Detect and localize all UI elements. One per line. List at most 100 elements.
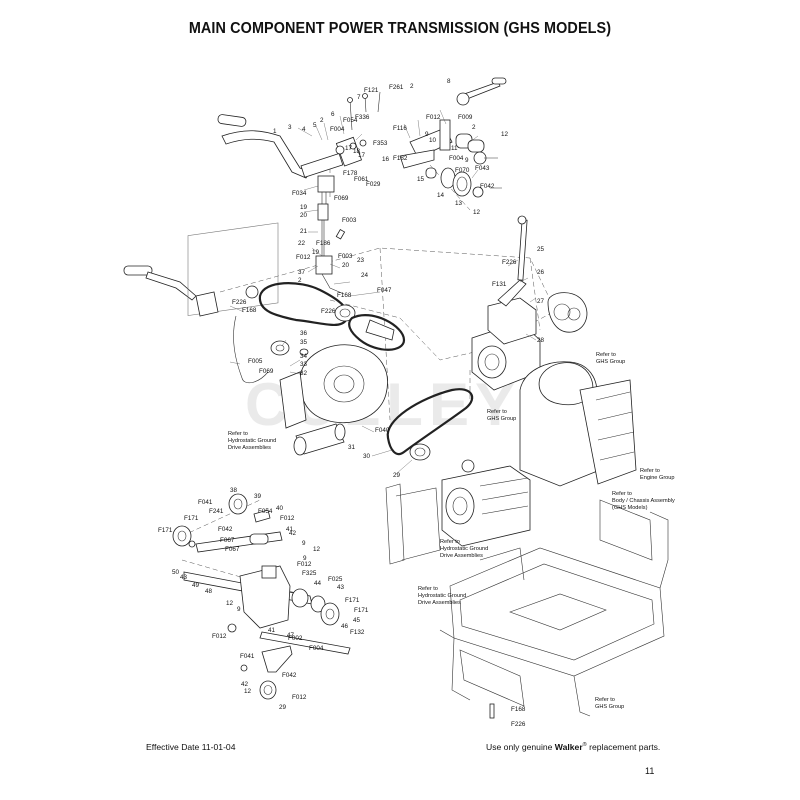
callout-label: 47 (287, 632, 295, 639)
callout-label: F168 (242, 307, 257, 314)
callout-label: F004 (330, 126, 345, 133)
callout-label: 32 (300, 370, 308, 377)
callout-label: F054 (343, 117, 358, 124)
detail-exploded-view (172, 493, 351, 700)
callout-label: 31 (348, 444, 356, 451)
callout-label: 8 (447, 78, 451, 85)
callout-label: F004 (309, 645, 324, 652)
callout-label: F067 (225, 546, 240, 553)
callout-label: 42 (241, 681, 249, 688)
callout-label: F041 (240, 653, 255, 660)
callout-label: F004 (449, 155, 464, 162)
callout-label: 23 (357, 257, 365, 264)
callout-label: F353 (373, 140, 388, 147)
callout-label: 20 (342, 262, 350, 269)
callout-label: 46 (341, 623, 349, 630)
callout-label: F002 (288, 635, 303, 642)
reference-note: Refer to GHS Group (487, 409, 516, 422)
callout-label: F034 (292, 190, 307, 197)
linkage-cluster (399, 77, 507, 198)
callout-label: F171 (345, 597, 360, 604)
callout-label: 12 (244, 688, 252, 695)
callout-label: 40 (276, 505, 284, 512)
callout-label: F121 (364, 87, 379, 94)
callout-label: F186 (316, 240, 331, 247)
callout-label: 43 (337, 584, 345, 591)
callout-label: 37 (298, 269, 306, 276)
callout-label: 21 (300, 228, 308, 235)
callout-label: F178 (343, 170, 358, 177)
callout-label: F226 (232, 299, 247, 306)
callout-label: 38 (230, 487, 238, 494)
callout-label: 4 (302, 126, 306, 133)
callout-label: 2 (320, 117, 324, 124)
callout-label: F171 (158, 527, 173, 534)
reference-note: Refer to GHS Group (596, 352, 625, 365)
callout-label: F325 (302, 570, 317, 577)
reference-note: Refer to Hydrostatic Ground Drive Assemb… (228, 431, 278, 451)
callout-label: F009 (458, 114, 473, 121)
callout-label: F025 (328, 576, 343, 583)
callout-label: 12 (473, 209, 481, 216)
callout-label: F042 (218, 526, 233, 533)
callout-label: 41 (286, 526, 294, 533)
callout-label: 9 (303, 555, 307, 562)
callout-label: 5 (313, 122, 317, 129)
callout-label: 15 (417, 176, 425, 183)
callout-label: F132 (350, 629, 365, 636)
callout-label: 9 (425, 131, 429, 138)
callout-label: 36 (300, 330, 308, 337)
brand-name: Walker (554, 742, 583, 752)
callout-label: 29 (393, 472, 401, 479)
callout-label: F226 (511, 721, 526, 728)
reference-note: Refer to Engine Group (640, 468, 675, 481)
reference-notes: Refer to Hydrostatic Ground Drive Assemb… (228, 352, 675, 710)
callout-label: 19 (312, 249, 320, 256)
effective-date: Effective Date 11-01-04 (146, 742, 236, 752)
belt-and-pulleys (258, 282, 406, 356)
callout-label: 1 (273, 128, 277, 135)
callout-label: F042 (480, 183, 495, 190)
callout-label: F061 (354, 176, 369, 183)
callout-label: F067 (220, 537, 235, 544)
callout-label: F070 (455, 167, 470, 174)
leader-lines (229, 109, 537, 475)
callout-label: F171 (184, 515, 199, 522)
callout-label: F012 (280, 515, 295, 522)
callout-label: 10 (429, 137, 437, 144)
reference-note: Refer to GHS Group (595, 697, 624, 710)
callout-label: 45 (353, 617, 361, 624)
callout-label: 20 (300, 212, 308, 219)
callout-label: 13 (455, 200, 463, 207)
reference-note: Refer to Hydrostatic Ground Drive Assemb… (440, 539, 490, 559)
page-title: MAIN COMPONENT POWER TRANSMISSION (GHS M… (188, 20, 612, 37)
callout-label: 22 (298, 240, 306, 247)
callout-label: 43 (180, 574, 188, 581)
callout-label: 35 (300, 339, 308, 346)
callout-label: 41 (268, 627, 276, 634)
callout-label: F336 (355, 114, 370, 121)
callout-label: 2 (410, 83, 414, 90)
callout-label: F047 (377, 287, 392, 294)
callout-label: 12 (501, 131, 509, 138)
callout-label: 7 (357, 94, 361, 101)
callout-labels: F121 F261 2 7 8 3 1 2 4 5 6 F054 F004 F3… (158, 78, 545, 728)
callout-label: 12 (226, 600, 234, 607)
callout-label: 18 (353, 148, 361, 155)
callout-label: 9 (302, 540, 306, 547)
callout-label: F116 (393, 125, 407, 132)
callout-label: 3 (288, 124, 292, 131)
callout-label: F226 (502, 259, 517, 266)
callout-label: F069 (334, 195, 349, 202)
callout-label: 30 (363, 453, 371, 460)
callout-label: 48 (205, 588, 213, 595)
callout-label: 33 (300, 361, 308, 368)
callout-label: 34 (300, 353, 308, 360)
callout-label: 17 (345, 145, 353, 152)
callout-label: F054 (258, 508, 273, 515)
genuine-parts-notice: Use only genuine Walker® replacement par… (486, 742, 661, 752)
callout-label: 16 (382, 156, 390, 163)
left-hydro-control (123, 222, 279, 384)
callout-label: 12 (313, 546, 321, 553)
